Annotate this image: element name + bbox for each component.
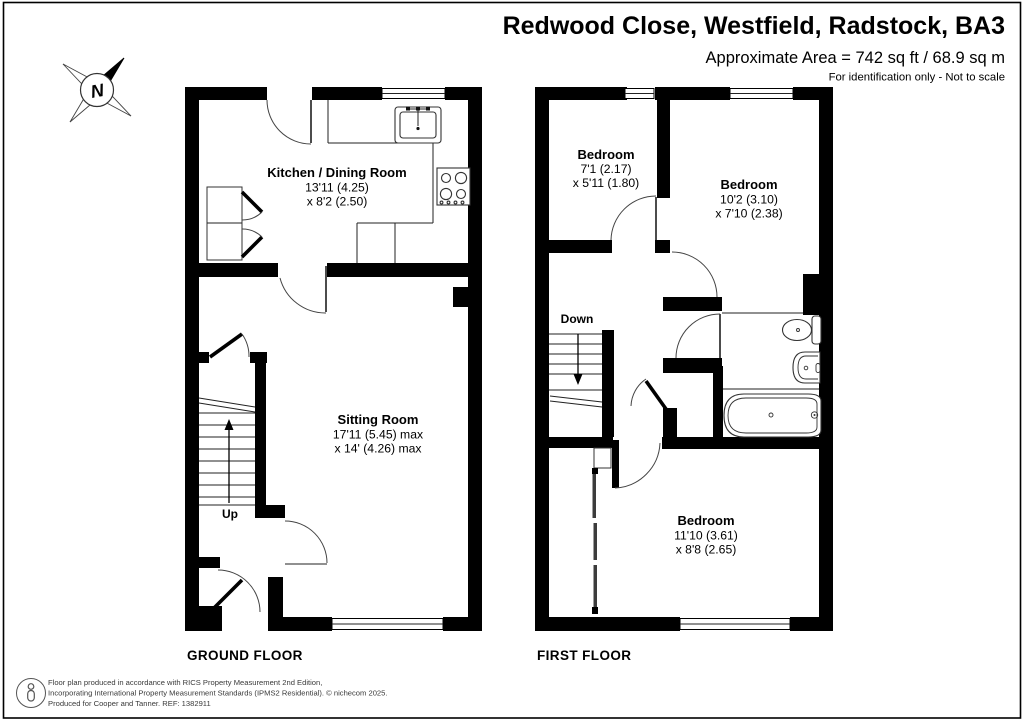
room-dim: x 14' (4.26) max bbox=[335, 442, 422, 456]
door-swing bbox=[279, 266, 327, 314]
room-dim: x 7'10 (2.38) bbox=[715, 207, 782, 221]
room-name: Bedroom bbox=[577, 147, 634, 162]
toilet bbox=[781, 315, 822, 345]
room-name: Sitting Room bbox=[338, 412, 419, 427]
footer: Floor plan produced in accordance with R… bbox=[16, 678, 387, 708]
room-name: Kitchen / Dining Room bbox=[267, 165, 406, 180]
compass-circle bbox=[79, 72, 115, 108]
ground-floor-plan: Kitchen / Dining Room 13'11 (4.25) x 8'2… bbox=[185, 87, 482, 663]
approximate-area: Approximate Area = 742 sq ft / 68.9 sq m bbox=[706, 49, 1005, 67]
room-dim: 17'11 (5.45) max bbox=[333, 428, 423, 442]
bath bbox=[723, 388, 822, 438]
page-title: Redwood Close, Westfield, Radstock, BA3 bbox=[503, 12, 1005, 40]
window bbox=[679, 618, 791, 630]
room-dim: x 8'8 (2.65) bbox=[676, 543, 737, 557]
cupboard bbox=[206, 186, 264, 261]
first-walls bbox=[535, 87, 833, 631]
door-swing bbox=[671, 251, 718, 298]
person-icon-head bbox=[27, 683, 35, 690]
partition-wall bbox=[592, 468, 598, 614]
room-dim: x 5'11 (1.80) bbox=[573, 176, 639, 190]
staircase bbox=[549, 333, 603, 408]
room-label-bedroom2: Bedroom 10'2 (3.10) x 7'10 (2.38) bbox=[715, 177, 782, 221]
door-swing bbox=[675, 312, 803, 359]
down-arrow-head bbox=[573, 374, 583, 385]
window bbox=[729, 88, 794, 99]
room-dim: 11'10 (3.61) bbox=[674, 529, 738, 543]
room-label-sitting: Sitting Room 17'11 (5.45) max x 14' (4.2… bbox=[333, 412, 423, 456]
compass-north-label: N bbox=[89, 80, 106, 102]
first-floor-plan: Bedroom 7'1 (2.17) x 5'11 (1.80) Bedroom… bbox=[535, 87, 833, 663]
room-label-bedroom1: Bedroom 7'1 (2.17) x 5'11 (1.80) bbox=[573, 147, 639, 190]
cupboard bbox=[593, 447, 612, 469]
door-swing bbox=[284, 520, 328, 565]
window bbox=[624, 88, 655, 99]
sink bbox=[394, 106, 442, 144]
door-swing bbox=[630, 378, 668, 411]
room-dim: x 8'2 (2.50) bbox=[307, 195, 368, 209]
room-dim: 10'2 (3.10) bbox=[720, 193, 778, 207]
ground-floor-label: GROUND FLOOR bbox=[187, 648, 303, 663]
footer-line2: Incorporating International Property Mea… bbox=[48, 689, 387, 698]
door-swing bbox=[610, 195, 657, 241]
door-swing bbox=[208, 332, 250, 359]
basin bbox=[792, 351, 821, 384]
footer-line3: Produced for Cooper and Tanner. REF: 138… bbox=[48, 699, 211, 708]
room-label-kitchen: Kitchen / Dining Room 13'11 (4.25) x 8'2… bbox=[267, 165, 406, 209]
room-name: Bedroom bbox=[677, 513, 734, 528]
kitchen-counter bbox=[327, 100, 434, 263]
room-label-bedroom3: Bedroom 11'10 (3.61) x 8'8 (2.65) bbox=[674, 513, 738, 557]
person-icon bbox=[16, 678, 46, 708]
person-icon-body bbox=[27, 689, 35, 702]
hob bbox=[436, 167, 471, 206]
stairs-down-label: Down bbox=[561, 312, 594, 326]
stairs-up-label: Up bbox=[222, 507, 238, 521]
window bbox=[381, 88, 446, 99]
room-dim: 13'11 (4.25) bbox=[305, 181, 369, 195]
window bbox=[331, 618, 444, 630]
door-swing bbox=[266, 99, 312, 145]
door-swing bbox=[614, 442, 661, 489]
header: Redwood Close, Westfield, Radstock, BA3 … bbox=[503, 12, 1005, 84]
staircase bbox=[198, 397, 256, 506]
door-swing bbox=[211, 569, 261, 613]
compass-icon: N bbox=[62, 57, 132, 123]
up-arrow-head bbox=[224, 419, 234, 430]
footer-line1: Floor plan produced in accordance with R… bbox=[48, 678, 322, 687]
scale-note: For identification only - Not to scale bbox=[829, 72, 1005, 84]
ground-walls bbox=[185, 87, 482, 631]
room-dim: 7'1 (2.17) bbox=[580, 162, 631, 176]
room-name: Bedroom bbox=[720, 177, 777, 192]
first-floor-label: FIRST FLOOR bbox=[537, 648, 631, 663]
